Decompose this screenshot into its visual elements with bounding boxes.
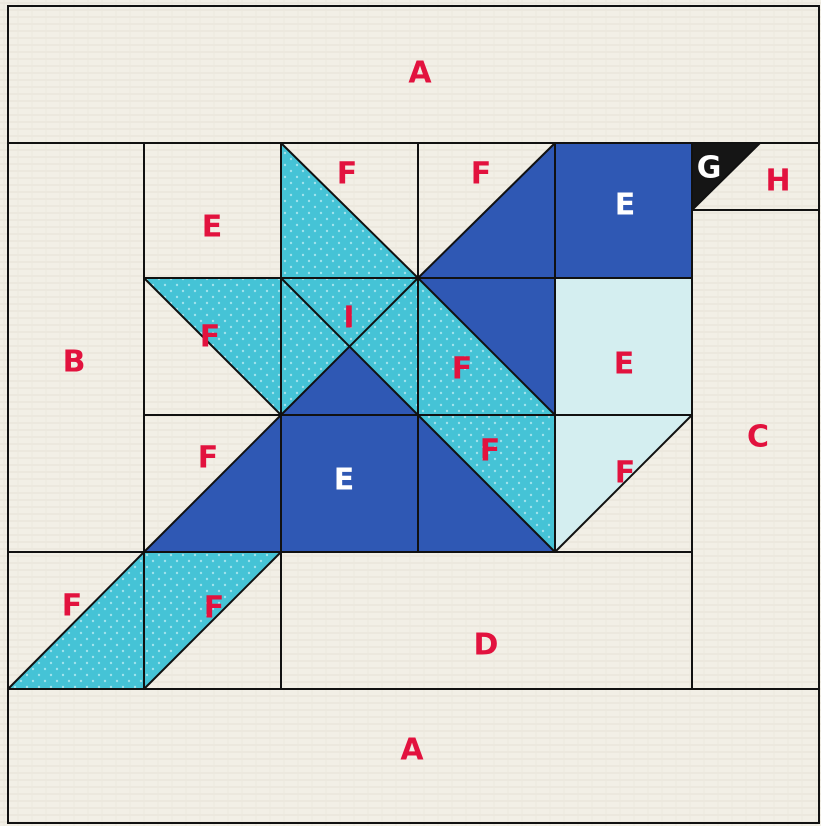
label-f-center-right: F — [452, 352, 473, 387]
label-c: C — [747, 420, 769, 455]
label-f-top-2: F — [471, 157, 492, 192]
label-a-bottom: A — [400, 733, 424, 768]
label-e-center: E — [334, 463, 355, 498]
label-a-top: A — [408, 56, 432, 91]
label-i: I — [343, 301, 354, 336]
label-h: H — [765, 164, 790, 199]
label-b: B — [63, 345, 86, 380]
label-f-left-mid: F — [200, 320, 221, 355]
label-f-bottom-left: F — [62, 589, 83, 624]
label-f-left-lower: F — [198, 441, 219, 476]
label-f-bottom-2: F — [204, 591, 225, 626]
label-f-top-1: F — [337, 157, 358, 192]
label-f-right-lower: F — [615, 456, 636, 491]
label-g: G — [697, 151, 722, 186]
label-e-top-left: E — [202, 210, 223, 245]
label-e-right: E — [614, 347, 635, 382]
label-f-lower-mid: F — [480, 434, 501, 469]
label-d: D — [474, 628, 499, 663]
label-e-top-right: E — [615, 188, 636, 223]
